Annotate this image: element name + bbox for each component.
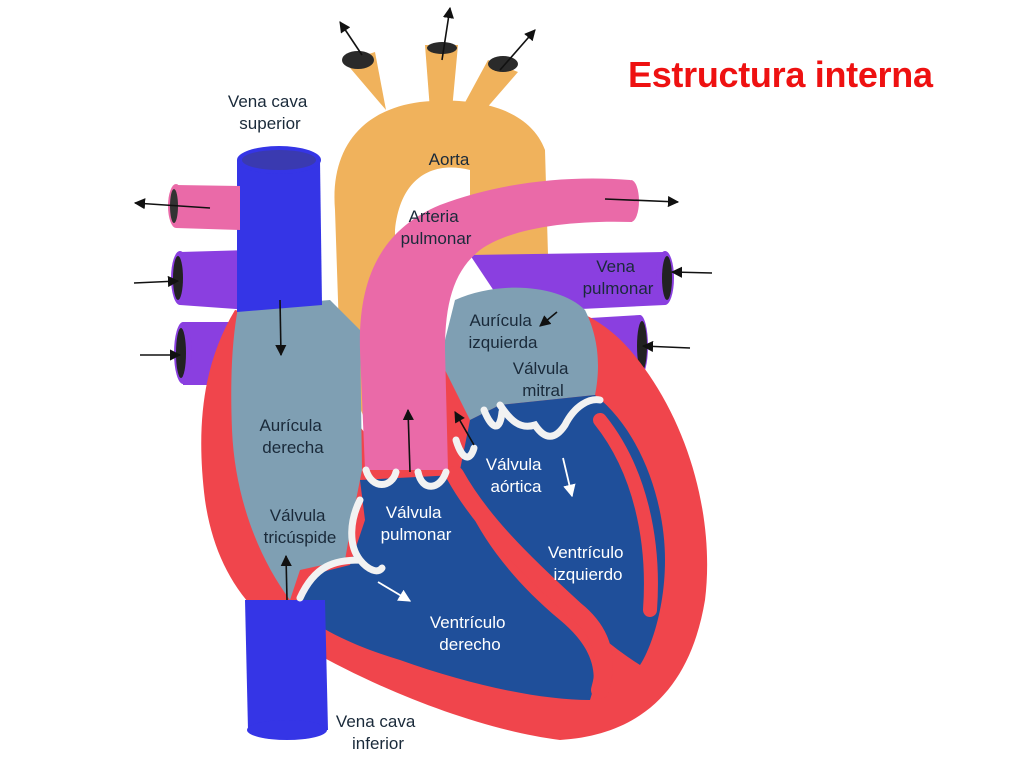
label-ventriculo-derecho: Ventrículo derecho bbox=[430, 613, 510, 654]
slide-title: Estructura interna bbox=[628, 54, 933, 95]
label-valvula-mitral: Válvula mitral bbox=[513, 359, 574, 400]
label-auricula-izquierda: Aurícula izquierda bbox=[469, 311, 539, 352]
flow-arrows-black bbox=[133, 6, 713, 601]
label-auricula-derecha: Aurícula derecha bbox=[259, 416, 326, 457]
tricuspid-valve-leaflets bbox=[296, 496, 386, 602]
inferior-vena-cava bbox=[245, 600, 328, 740]
right-ventricle-chamber bbox=[295, 475, 594, 700]
label-arteria-pulmonar: Arteria pulmonar bbox=[401, 207, 472, 248]
flow-arrows-white bbox=[377, 457, 576, 602]
pulmonary-artery-trunk bbox=[359, 178, 632, 470]
mitral-valve-leaflets bbox=[496, 396, 604, 440]
label-ventriculo-izquierdo: Ventrículo izquierdo bbox=[548, 543, 628, 584]
valves bbox=[296, 396, 604, 602]
label-valvula-aortica: Válvula aórtica bbox=[486, 455, 547, 496]
label-vena-cava-inferior: Vena cava inferior bbox=[336, 712, 420, 753]
label-aorta: Aorta bbox=[429, 150, 470, 169]
left-ventricle-chamber bbox=[460, 395, 665, 665]
label-vena-cava-superior: Vena cava superior bbox=[228, 92, 312, 133]
superior-vena-cava bbox=[237, 146, 322, 312]
label-vena-pulmonar: Vena pulmonar bbox=[583, 257, 654, 298]
right-atrium-chamber bbox=[231, 300, 362, 600]
label-valvula-pulmonar: Válvula pulmonar bbox=[381, 503, 452, 544]
label-valvula-tricuspide: Válvula tricúspide bbox=[264, 506, 337, 547]
aortic-valve-cusps bbox=[452, 406, 506, 461]
pulmonary-valve-cusps bbox=[362, 466, 450, 490]
left-atrium-chamber bbox=[440, 287, 598, 420]
